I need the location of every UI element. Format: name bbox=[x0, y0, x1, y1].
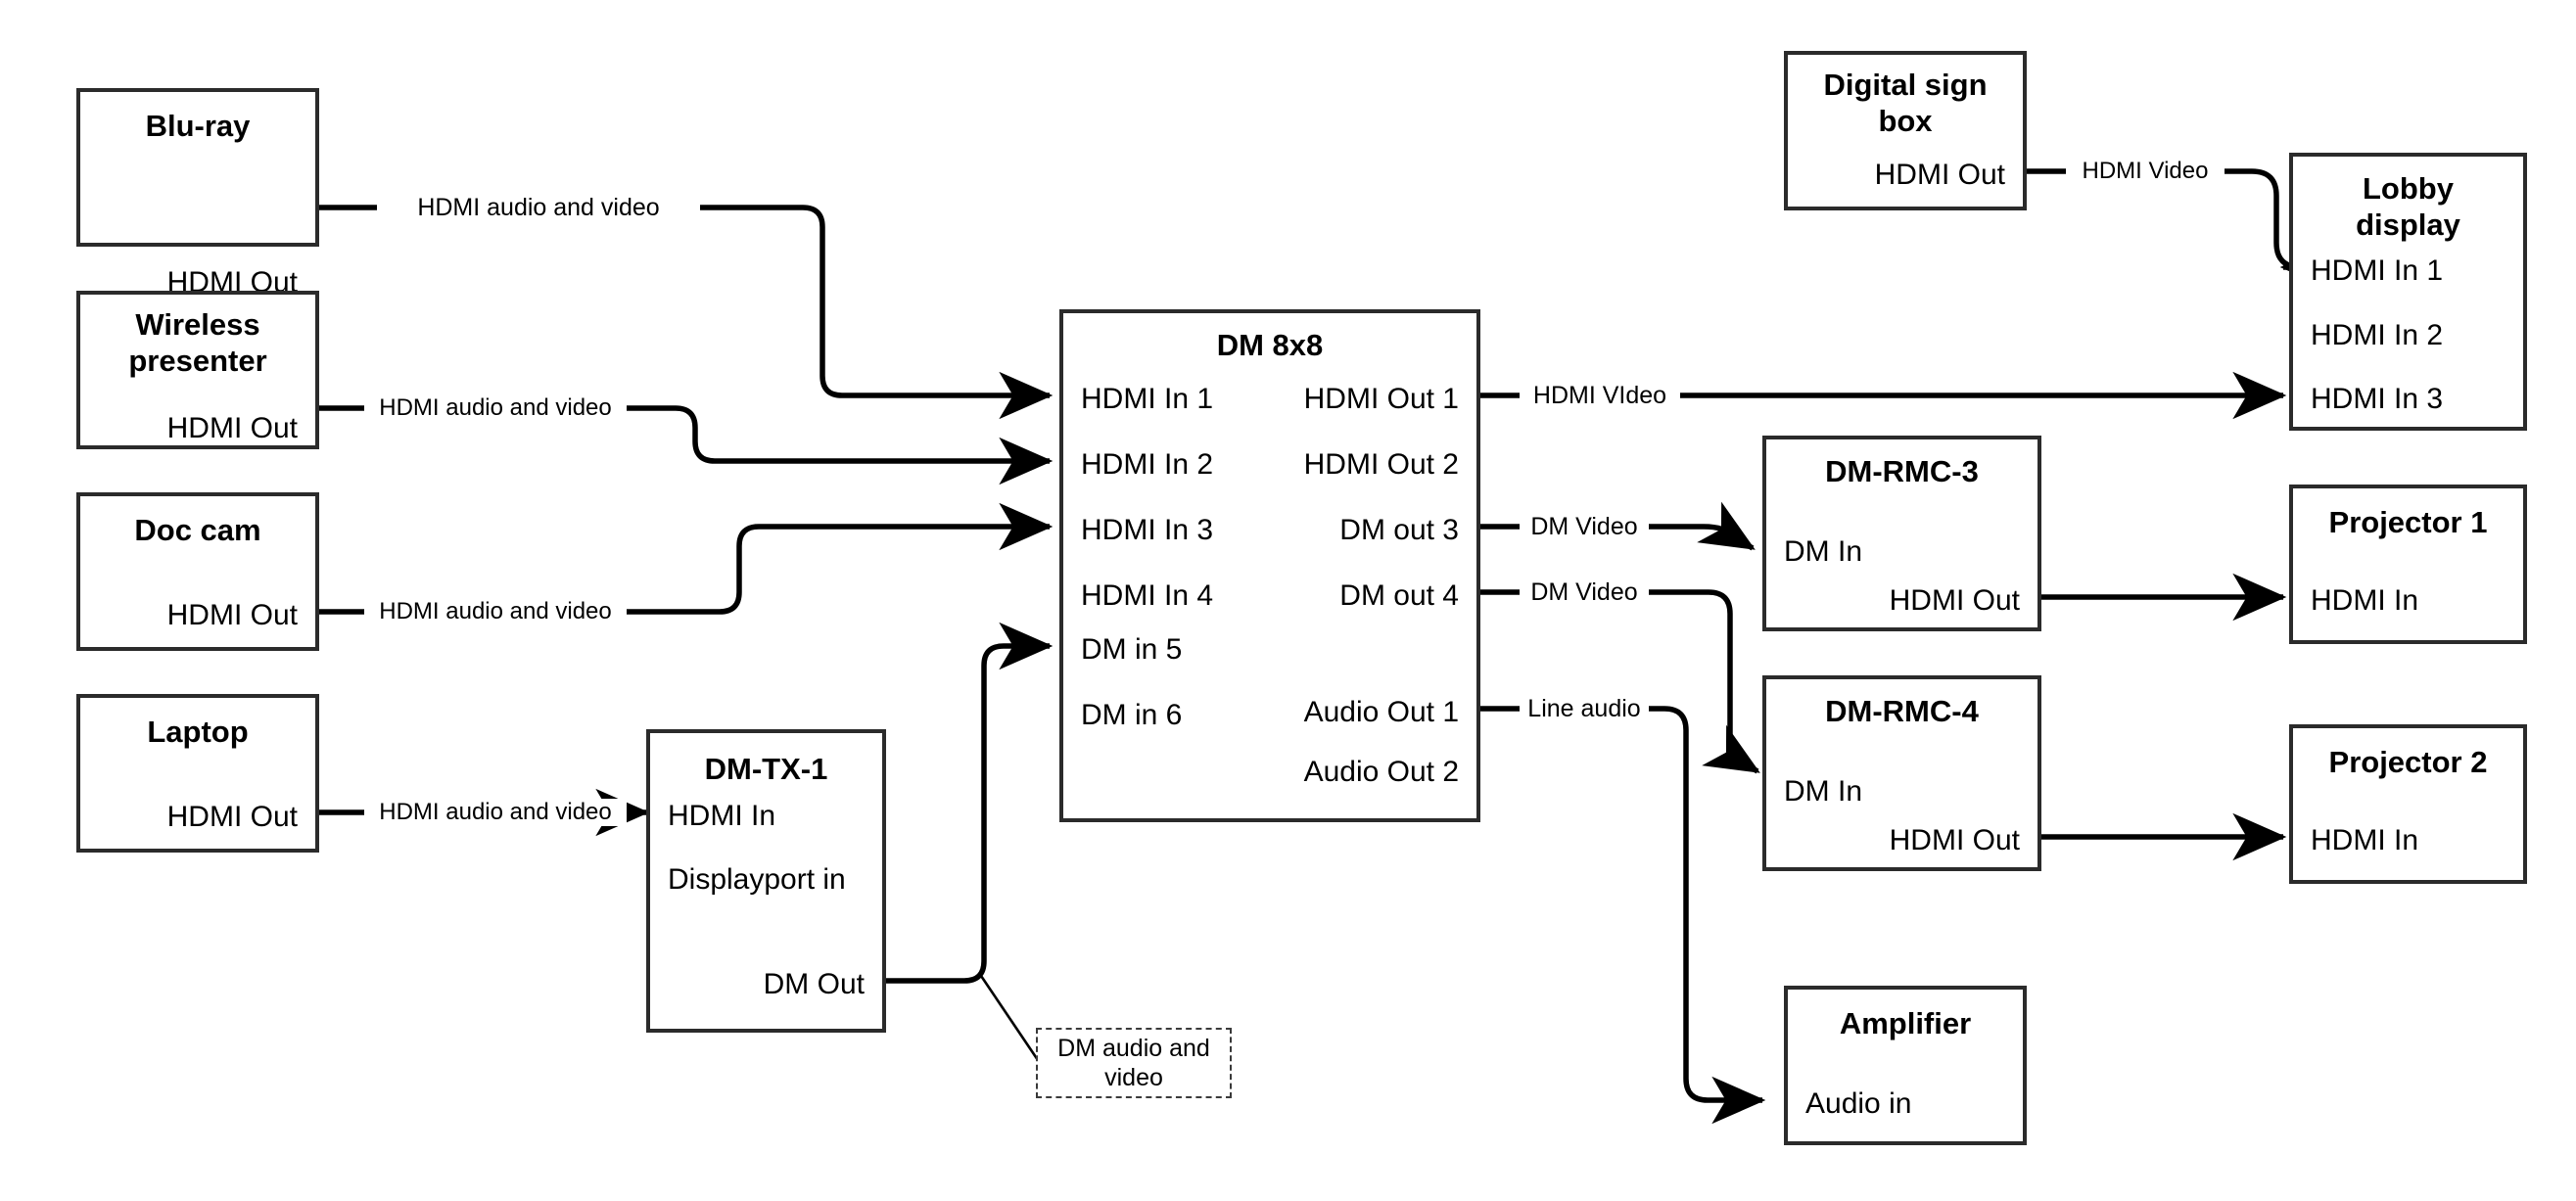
node-dm-rmc-4-port-dm-in[interactable]: DM In bbox=[1784, 775, 1863, 808]
node-dm-8x8[interactable]: DM 8x8 HDMI In 1 HDMI In 2 HDMI In 3 HDM… bbox=[1059, 309, 1480, 822]
node-dm-8x8-title: DM 8x8 bbox=[1216, 328, 1324, 362]
node-wireless-presenter-port-hdmi-out[interactable]: HDMI Out bbox=[166, 412, 298, 444]
node-digital-sign-box-port-hdmi-out[interactable]: HDMI Out bbox=[1874, 159, 2005, 191]
node-wireless-presenter-title-line1: Wireless bbox=[135, 307, 260, 342]
wire-dmout4-to-rmc4 bbox=[1633, 589, 1760, 774]
node-dm-8x8-input-dm-in-6[interactable]: DM in 6 bbox=[1081, 699, 1183, 731]
edge-label-wireless-to-dm: HDMI audio and video bbox=[364, 394, 627, 422]
node-dm-8x8-output-hdmi-out-1[interactable]: HDMI Out 1 bbox=[1303, 383, 1459, 415]
node-lobby-display-input-hdmi-in-3[interactable]: HDMI In 3 bbox=[2311, 383, 2444, 415]
node-bluray[interactable]: Blu-ray HDMI Out bbox=[76, 88, 319, 299]
edge-label-sign-to-lobby: HDMI Video bbox=[2066, 158, 2225, 185]
node-dm-rmc-3[interactable]: DM-RMC-3 DM In HDMI Out bbox=[1762, 436, 2041, 631]
wire-audioout1-to-amp bbox=[1633, 706, 1766, 1125]
node-dm-rmc-3-port-hdmi-out[interactable]: HDMI Out bbox=[1889, 584, 2020, 617]
node-dm-rmc-4-port-hdmi-out[interactable]: HDMI Out bbox=[1889, 824, 2020, 856]
node-dm-8x8-input-hdmi-in-1[interactable]: HDMI In 1 bbox=[1081, 383, 1214, 415]
node-dm-tx-1-port-dm-out[interactable]: DM Out bbox=[763, 968, 865, 1000]
node-lobby-display[interactable]: Lobby display HDMI In 1 HDMI In 2 HDMI I… bbox=[2289, 153, 2527, 431]
node-projector-2-title: Projector 2 bbox=[2328, 745, 2488, 779]
node-doc-cam-port-hdmi-out[interactable]: HDMI Out bbox=[166, 599, 298, 631]
node-digital-sign-box-title-line1: Digital sign bbox=[1823, 68, 1988, 102]
node-dm-8x8-input-hdmi-in-3[interactable]: HDMI In 3 bbox=[1081, 514, 1214, 546]
node-dm-tx-1[interactable]: DM-TX-1 HDMI In Displayport in DM Out bbox=[646, 729, 886, 1033]
node-dm-8x8-input-hdmi-in-4[interactable]: HDMI In 4 bbox=[1081, 579, 1214, 612]
node-dm-8x8-output-hdmi-out-2[interactable]: HDMI Out 2 bbox=[1303, 448, 1459, 481]
node-dm-tx-1-port-hdmi-in[interactable]: HDMI In bbox=[668, 800, 776, 832]
node-bluray-title: Blu-ray bbox=[145, 109, 251, 143]
wire-dmout3-to-rmc3 bbox=[1633, 501, 1756, 551]
edge-label-dm-out1-to-lobby: HDMI VIdeo bbox=[1520, 382, 1680, 409]
node-projector-1-port-hdmi-in[interactable]: HDMI In bbox=[2311, 584, 2419, 617]
node-wireless-presenter-title-line2: presenter bbox=[128, 344, 267, 378]
wire-note-leader bbox=[977, 972, 1042, 1064]
node-amplifier[interactable]: Amplifier Audio in bbox=[1784, 986, 2027, 1145]
wire-wireless-to-dm-in2 bbox=[611, 405, 1054, 485]
wire-dmtx1-to-dm-in5 bbox=[886, 622, 1054, 984]
node-lobby-display-title-line2: display bbox=[2356, 208, 2460, 242]
wire-sign-to-lobby-in1 bbox=[2209, 168, 2334, 292]
wire-bluray-to-dm-in1 bbox=[685, 205, 1054, 420]
node-lobby-display-input-hdmi-in-2[interactable]: HDMI In 2 bbox=[2311, 319, 2444, 351]
node-dm-rmc-4-title: DM-RMC-4 bbox=[1825, 694, 1979, 728]
node-digital-sign-box[interactable]: Digital sign box HDMI Out bbox=[1784, 51, 2027, 210]
edge-label-audio-to-amp: Line audio bbox=[1520, 695, 1649, 722]
node-dm-8x8-input-dm-in-5[interactable]: DM in 5 bbox=[1081, 633, 1183, 666]
node-dm-rmc-3-title: DM-RMC-3 bbox=[1825, 454, 1979, 488]
edge-label-dm-out4-to-rmc4: DM Video bbox=[1520, 578, 1649, 606]
node-dm-8x8-output-audio-out-1[interactable]: Audio Out 1 bbox=[1303, 696, 1459, 728]
node-lobby-display-input-hdmi-in-1[interactable]: HDMI In 1 bbox=[2311, 254, 2444, 287]
edge-label-bluray-to-dm: HDMI audio and video bbox=[377, 194, 700, 221]
node-dm-8x8-output-dm-out-4[interactable]: DM out 4 bbox=[1339, 579, 1459, 612]
edge-label-dm-out3-to-rmc3: DM Video bbox=[1520, 513, 1649, 540]
note-dm-audio-and-video: DM audio and video bbox=[1036, 1028, 1232, 1098]
node-dm-rmc-3-port-dm-in[interactable]: DM In bbox=[1784, 535, 1863, 568]
node-wireless-presenter[interactable]: Wireless presenter HDMI Out bbox=[76, 291, 319, 449]
node-amplifier-title: Amplifier bbox=[1839, 1006, 1972, 1040]
node-projector-2-port-hdmi-in[interactable]: HDMI In bbox=[2311, 824, 2419, 856]
node-projector-1[interactable]: Projector 1 HDMI In bbox=[2289, 485, 2527, 644]
node-amplifier-port-audio-in[interactable]: Audio in bbox=[1805, 1087, 1912, 1120]
node-doc-cam-title: Doc cam bbox=[134, 513, 261, 547]
wire-doccam-to-dm-in3 bbox=[611, 502, 1054, 615]
node-projector-1-title: Projector 1 bbox=[2328, 505, 2488, 539]
edge-label-doccam-to-dm: HDMI audio and video bbox=[364, 598, 627, 625]
edge-label-laptop-to-dmtx1: HDMI audio and video bbox=[364, 799, 627, 826]
node-laptop-title: Laptop bbox=[147, 715, 249, 749]
node-dm-rmc-4[interactable]: DM-RMC-4 DM In HDMI Out bbox=[1762, 675, 2041, 871]
node-laptop-port-hdmi-out[interactable]: HDMI Out bbox=[166, 801, 298, 833]
node-doc-cam[interactable]: Doc cam HDMI Out bbox=[76, 492, 319, 651]
node-dm-tx-1-title: DM-TX-1 bbox=[704, 752, 828, 786]
node-dm-8x8-input-hdmi-in-2[interactable]: HDMI In 2 bbox=[1081, 448, 1214, 481]
node-laptop[interactable]: Laptop HDMI Out bbox=[76, 694, 319, 853]
node-dm-8x8-output-dm-out-3[interactable]: DM out 3 bbox=[1339, 514, 1459, 546]
node-digital-sign-box-title-line2: box bbox=[1878, 104, 1933, 138]
node-dm-8x8-output-audio-out-2[interactable]: Audio Out 2 bbox=[1303, 756, 1459, 788]
node-projector-2[interactable]: Projector 2 HDMI In bbox=[2289, 724, 2527, 884]
node-lobby-display-title-line1: Lobby bbox=[2363, 171, 2454, 206]
node-dm-tx-1-port-displayport-in[interactable]: Displayport in bbox=[668, 863, 846, 896]
